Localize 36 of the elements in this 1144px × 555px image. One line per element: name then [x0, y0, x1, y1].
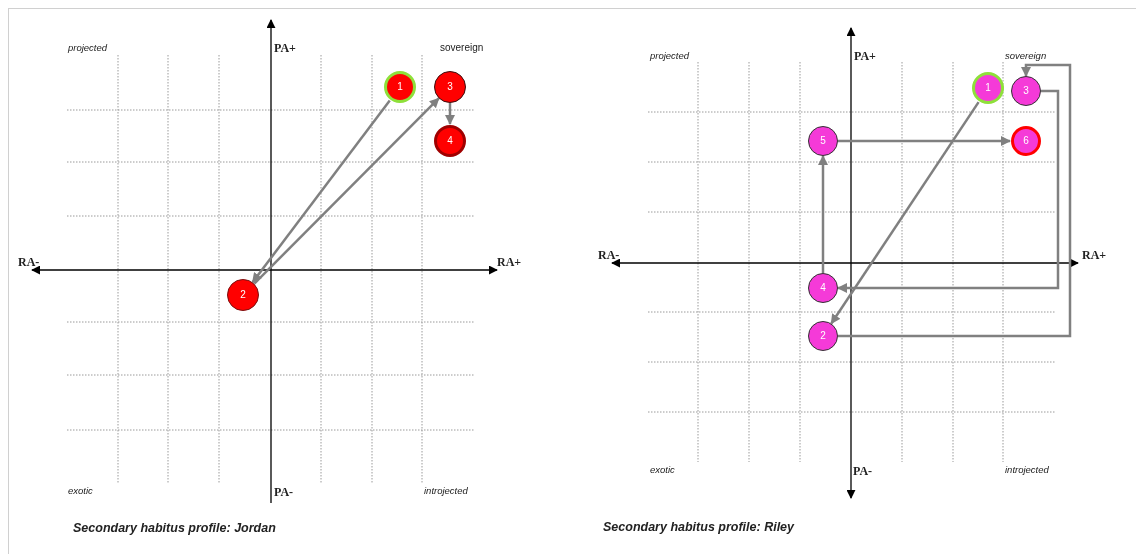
chart-caption: Secondary habitus profile: Riley [603, 521, 794, 534]
quadrant-label: introjected [424, 486, 468, 496]
arrow [837, 89, 1060, 293]
arrow [251, 99, 391, 284]
step-circle: 6 [1011, 126, 1041, 156]
step-circle: 4 [808, 273, 838, 303]
quadrant-label: projected [650, 51, 690, 61]
step-circle: 2 [227, 279, 259, 311]
quadrant-label: exotic [68, 486, 93, 496]
step-circle: 3 [434, 71, 466, 103]
arrow [830, 101, 980, 325]
axis-label: PA- [853, 465, 873, 477]
chart-caption: Secondary habitus profile: Jordan [73, 522, 276, 535]
axis-label: RA+ [497, 256, 522, 268]
step-circle: 1 [384, 71, 416, 103]
axis-label: PA+ [854, 50, 876, 62]
axis-label: PA- [274, 486, 294, 498]
axis-label: PA+ [274, 42, 296, 54]
arrow [838, 136, 1011, 146]
step-circle: 5 [808, 126, 838, 156]
arrow [445, 103, 455, 125]
step-circle: 4 [434, 125, 466, 157]
quadrant-label: exotic [650, 465, 675, 475]
arrow [818, 155, 828, 273]
quadrant-label: projected [68, 43, 108, 53]
arrow [838, 63, 1072, 338]
step-circle: 1 [972, 72, 1004, 104]
step-circle: 3 [1011, 76, 1041, 106]
quadrant-label: introjected [1005, 465, 1049, 475]
axis-label: RA+ [1082, 249, 1107, 261]
quadrant-label: sovereign [1005, 51, 1047, 61]
axis-label: RA- [18, 256, 40, 268]
axis-label: RA- [598, 249, 620, 261]
arrow [253, 97, 440, 285]
step-circle: 2 [808, 321, 838, 351]
quadrant-label: sovereign [440, 43, 484, 53]
